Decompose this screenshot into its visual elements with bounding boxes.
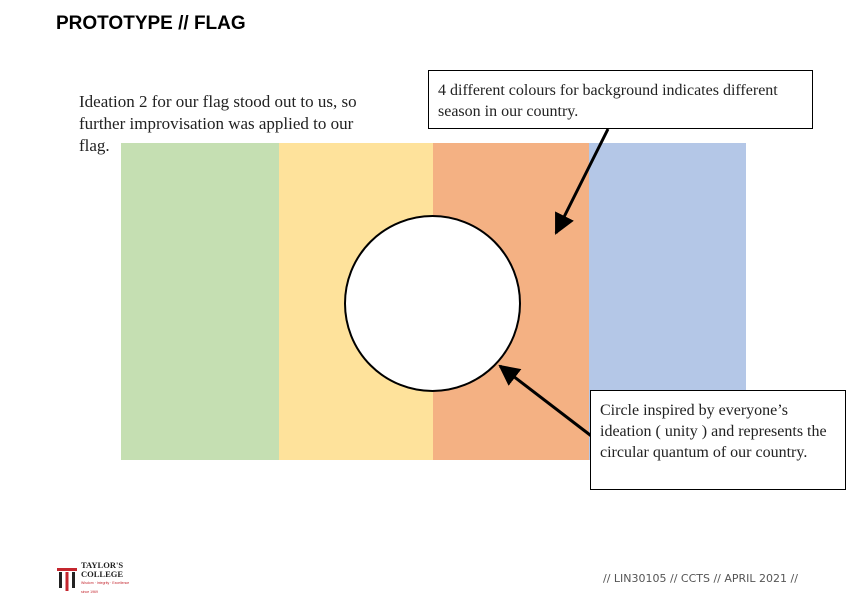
callout-background: 4 different colours for background indic…	[428, 70, 813, 129]
intro-text: Ideation 2 for our flag stood out to us,…	[79, 92, 357, 155]
logo-name-line1: TAYLOR'S	[81, 560, 124, 570]
arrow-to-background	[554, 128, 610, 235]
callout-circle: Circle inspired by everyone’s ideation (…	[590, 390, 846, 490]
arrow-to-circle	[498, 364, 595, 440]
logo-name-line2: COLLEGE	[81, 569, 124, 579]
logo-est: since 1969	[81, 590, 98, 594]
taylors-crest-icon	[57, 568, 77, 591]
slide-title: PROTOTYPE // FLAG	[56, 13, 246, 34]
flag-circle	[344, 215, 521, 392]
logo-tagline: Wisdom · Integrity · Excellence	[81, 581, 130, 585]
footer-course-info: // LIN30105 // CCTS // APRIL 2021 //	[603, 572, 798, 585]
college-logo: TAYLOR'S COLLEGE Wisdom · Integrity · Ex…	[56, 561, 129, 597]
flag-stripe-green	[121, 143, 279, 460]
